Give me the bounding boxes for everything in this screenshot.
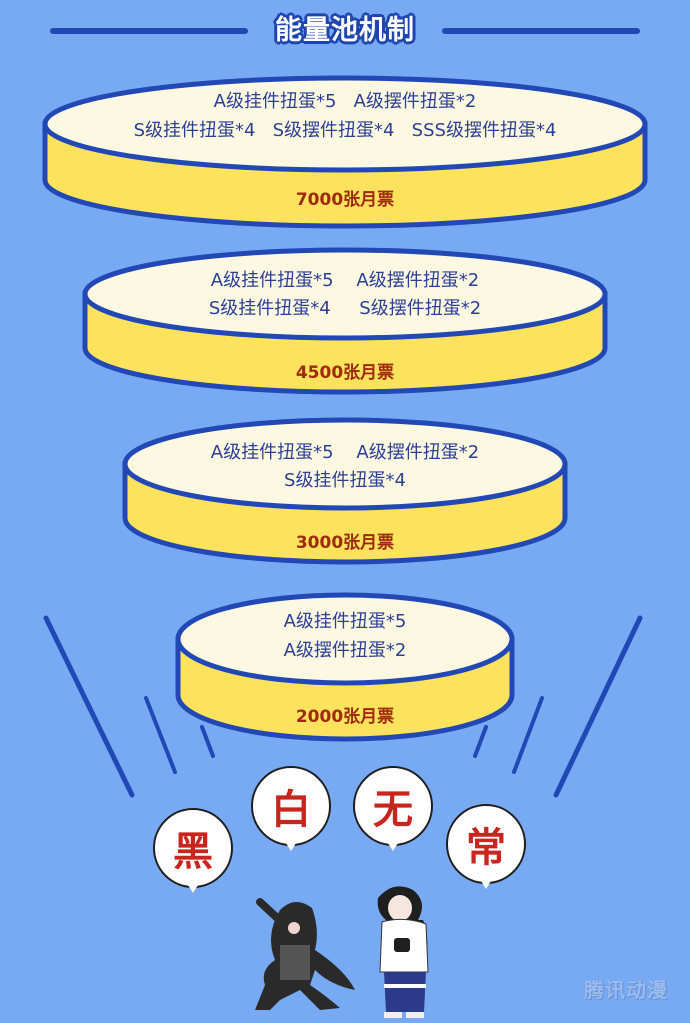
disc-shape — [175, 592, 515, 742]
tier-cost: 2000张月票 — [295, 707, 395, 727]
tier-rewards-line-1: A级挂件扭蛋*5 A级摆件扭蛋*2 — [210, 270, 480, 291]
header-line-right — [442, 28, 640, 34]
disc-shape — [122, 417, 568, 565]
speech-bubble-wu: 无 — [353, 766, 433, 851]
tier-rewards-line-1: A级挂件扭蛋*5 — [283, 611, 407, 632]
disc-shape — [82, 247, 608, 395]
speech-bubble-chang: 常 — [446, 804, 526, 889]
tier-rewards-line-2: S级挂件扭蛋*4 S级摆件扭蛋*4 SSS级摆件扭蛋*4 — [133, 120, 557, 141]
energy-pool-tier-7000: A级挂件扭蛋*5 A级摆件扭蛋*2 S级挂件扭蛋*4 S级摆件扭蛋*4 SSS级… — [42, 72, 648, 230]
watermark-logo: 腾讯动漫 — [584, 978, 668, 1002]
tier-rewards-line-1: A级挂件扭蛋*5 A级摆件扭蛋*2 — [213, 91, 477, 112]
energy-pool-tier-2000: A级挂件扭蛋*5 A级摆件扭蛋*2 2000张月票 — [175, 591, 515, 742]
page-title: 能量池机制 — [275, 15, 415, 46]
energy-pool-tier-4500: A级挂件扭蛋*5 A级摆件扭蛋*2 S级挂件扭蛋*4 S级摆件扭蛋*2 4500… — [82, 246, 608, 396]
tier-cost: 3000张月票 — [295, 533, 395, 553]
speech-bubble-bai: 白 — [251, 766, 331, 851]
character-heiwuchang-illustration — [255, 898, 355, 1010]
tier-cost: 7000张月票 — [295, 190, 395, 210]
tier-rewards-line-1: A级挂件扭蛋*5 A级摆件扭蛋*2 — [210, 442, 480, 463]
speech-bubble-hei: 黑 — [153, 808, 233, 893]
tier-rewards-line-2: A级摆件扭蛋*2 — [283, 640, 407, 661]
tier-cost: 4500张月票 — [295, 363, 395, 383]
tier-rewards-line-2: S级挂件扭蛋*4 — [284, 470, 406, 491]
header-line-left — [50, 28, 248, 34]
tier-rewards-line-2: S级挂件扭蛋*4 S级摆件扭蛋*2 — [208, 298, 482, 319]
character-baiwuchang-illustration — [377, 886, 429, 1018]
energy-pool-tier-3000: A级挂件扭蛋*5 A级摆件扭蛋*2 S级挂件扭蛋*4 3000张月票 — [122, 416, 568, 566]
disc-shape — [42, 75, 648, 229]
